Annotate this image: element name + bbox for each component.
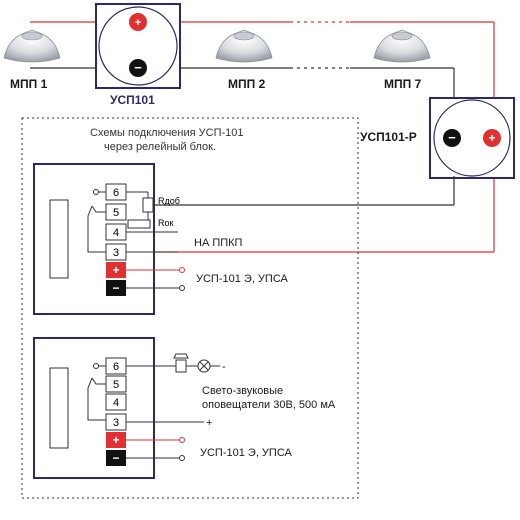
usp101r-unit: − +: [429, 97, 515, 179]
usp101r-plus-terminal: [483, 129, 501, 147]
block2-sounder-line1: Свето-звуковые: [202, 385, 283, 397]
block2-minus-terminal: [106, 450, 126, 466]
svg-text:3: 3: [113, 247, 119, 259]
block2-plus-terminal: [106, 432, 126, 448]
detector-mpp2: [215, 29, 273, 63]
usp101r-minus-terminal: [443, 129, 461, 147]
block1-ppkp-label: НА ППКП: [194, 237, 243, 249]
block1-plus-terminal: [106, 262, 126, 278]
svg-text:+: +: [488, 131, 495, 145]
sounder-icon: [175, 359, 187, 373]
detector-mpp7: [373, 29, 431, 63]
block2-sounder-line2: оповещатели 30В, 500 мА: [202, 399, 336, 411]
schemes-panel: [21, 117, 359, 499]
svg-text:5: 5: [113, 379, 119, 391]
svg-text:6: 6: [113, 361, 119, 373]
svg-text:−: −: [112, 281, 119, 295]
svg-text:Rок: Rок: [158, 218, 174, 228]
svg-text:+: +: [112, 433, 119, 447]
svg-text:Rдоб: Rдоб: [158, 196, 180, 206]
svg-text:6: 6: [113, 187, 119, 199]
detector-mpp1: [3, 29, 61, 63]
label-mpp7: МПП 7: [384, 77, 422, 91]
label-usp101r: УСП101-Р: [360, 130, 417, 144]
label-usp101: УСП101: [110, 93, 155, 107]
svg-text:+: +: [135, 17, 141, 29]
panel-title-line1: Схемы подключения УСП-101: [90, 127, 244, 139]
svg-text:4: 4: [113, 397, 119, 409]
block2-minus-label: -: [222, 361, 226, 373]
block2-plus-label: +: [206, 417, 212, 429]
usp101-unit: + −: [95, 3, 181, 89]
usp101-plus-terminal: [129, 13, 147, 31]
label-mpp1: МПП 1: [10, 77, 48, 91]
svg-text:5: 5: [113, 207, 119, 219]
label-mpp2: МПП 2: [228, 77, 266, 91]
svg-text:+: +: [112, 263, 119, 277]
svg-text:−: −: [448, 130, 456, 145]
usp101-minus-terminal: [129, 59, 147, 77]
svg-text:−: −: [112, 451, 119, 465]
svg-text:−: −: [134, 60, 142, 75]
relay-block-1: 6 5 4 3 + − Rдоб Rок: [33, 163, 185, 315]
panel-title-line2: через релейный блок.: [104, 141, 216, 153]
relay-block-2: 6 5 4 3 + −: [33, 337, 220, 479]
svg-text:4: 4: [113, 227, 119, 239]
block2-psu-label: УСП-101 Э, УПСА: [200, 447, 293, 459]
block1-psu-label: УСП-101 Э, УПСА: [196, 273, 289, 285]
svg-text:3: 3: [113, 417, 119, 429]
block1-minus-terminal: [106, 280, 126, 296]
